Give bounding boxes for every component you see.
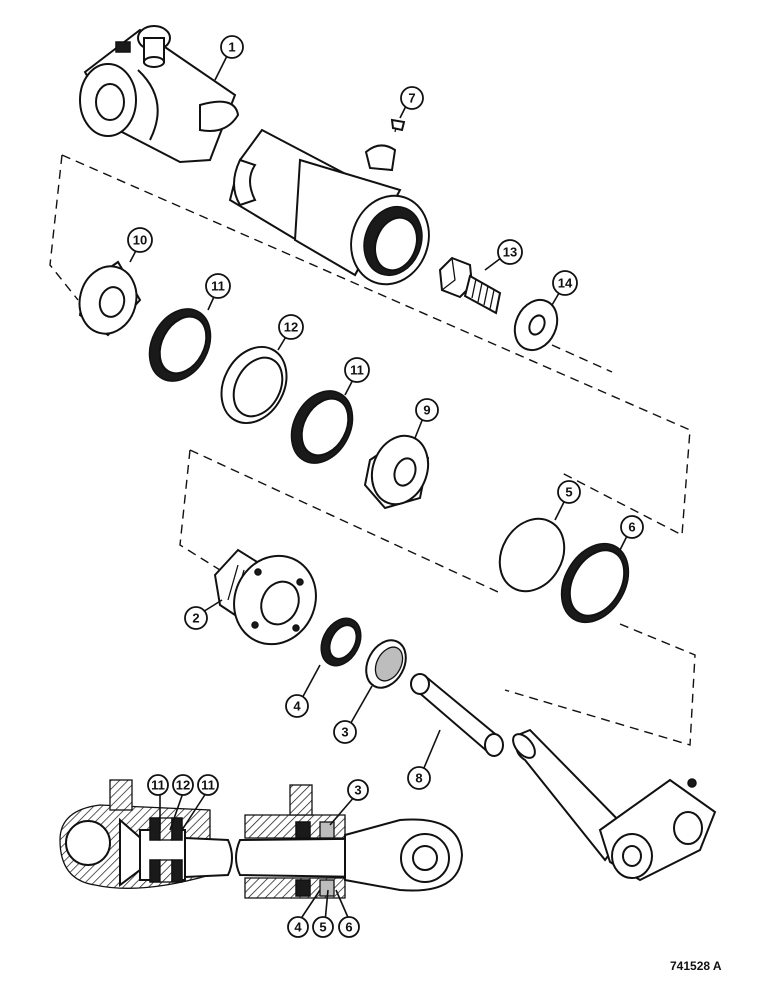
callout-9: 9 (415, 398, 439, 422)
callout-11-upper: 11 (205, 273, 231, 299)
section-callout-12: 12 (172, 774, 194, 796)
svg-text:4: 4 (293, 699, 301, 714)
svg-text:12: 12 (176, 778, 190, 793)
callout-7: 7 (400, 86, 424, 110)
svg-text:11: 11 (350, 363, 364, 378)
callout-1: 1 (220, 35, 244, 59)
wear-ring-lower (290, 390, 354, 464)
spacer-tube (410, 673, 504, 757)
svg-text:11: 11 (201, 778, 215, 793)
callout-5: 5 (557, 480, 581, 504)
bolt (438, 256, 502, 315)
callout-2: 2 (184, 606, 208, 630)
grease-fitting (390, 118, 406, 133)
callout-10: 10 (127, 227, 153, 253)
wear-ring-upper (148, 308, 212, 382)
section-callout-3: 3 (347, 779, 369, 801)
callout-8: 8 (407, 766, 431, 790)
svg-text:5: 5 (565, 485, 572, 500)
svg-text:1: 1 (228, 40, 235, 55)
barrel-tube (228, 128, 430, 286)
cylinder-head (213, 548, 317, 646)
svg-text:10: 10 (133, 233, 147, 248)
seal-ring (220, 345, 288, 425)
svg-text:12: 12 (284, 320, 298, 335)
o-ring (498, 517, 566, 593)
callout-4: 4 (285, 694, 309, 718)
svg-text:6: 6 (345, 920, 352, 935)
svg-text:4: 4 (294, 920, 302, 935)
svg-text:11: 11 (211, 279, 225, 294)
section-callout-6: 6 (338, 916, 360, 938)
callout-12: 12 (278, 314, 304, 340)
callouts: 1 7 10 11 12 11 13 14 9 5 6 2 4 3 8 11 1… (127, 35, 644, 938)
svg-text:8: 8 (415, 771, 422, 786)
piston-half (363, 434, 430, 510)
svg-text:11: 11 (151, 778, 165, 793)
callout-11-lower: 11 (344, 357, 370, 383)
section-callout-11-left: 11 (147, 774, 169, 796)
callout-6: 6 (620, 515, 644, 539)
backup-ring (560, 542, 630, 624)
svg-text:7: 7 (408, 91, 415, 106)
sectional-view-head-end (235, 784, 464, 899)
section-callout-5: 5 (312, 916, 334, 938)
svg-text:9: 9 (423, 403, 430, 418)
callout-3: 3 (333, 720, 357, 744)
callout-14: 14 (552, 270, 578, 296)
piston-rod (512, 728, 717, 882)
figure-reference: 741528 A (670, 959, 722, 973)
svg-text:3: 3 (341, 725, 348, 740)
svg-text:2: 2 (192, 611, 199, 626)
svg-text:5: 5 (319, 920, 326, 935)
piston (78, 260, 142, 337)
assembly-guide-lines (49, 154, 696, 746)
barrel-clevis-end (79, 25, 240, 164)
rod-wiper (365, 639, 407, 689)
washer (513, 298, 559, 352)
callout-13: 13 (497, 239, 523, 265)
svg-text:3: 3 (354, 783, 361, 798)
section-callout-11-right: 11 (197, 774, 219, 796)
svg-text:6: 6 (628, 520, 635, 535)
svg-text:13: 13 (503, 245, 517, 260)
rod-seal (320, 617, 362, 667)
svg-text:14: 14 (558, 276, 573, 291)
sectional-view-barrel-end (59, 779, 233, 889)
section-callout-4: 4 (287, 916, 309, 938)
